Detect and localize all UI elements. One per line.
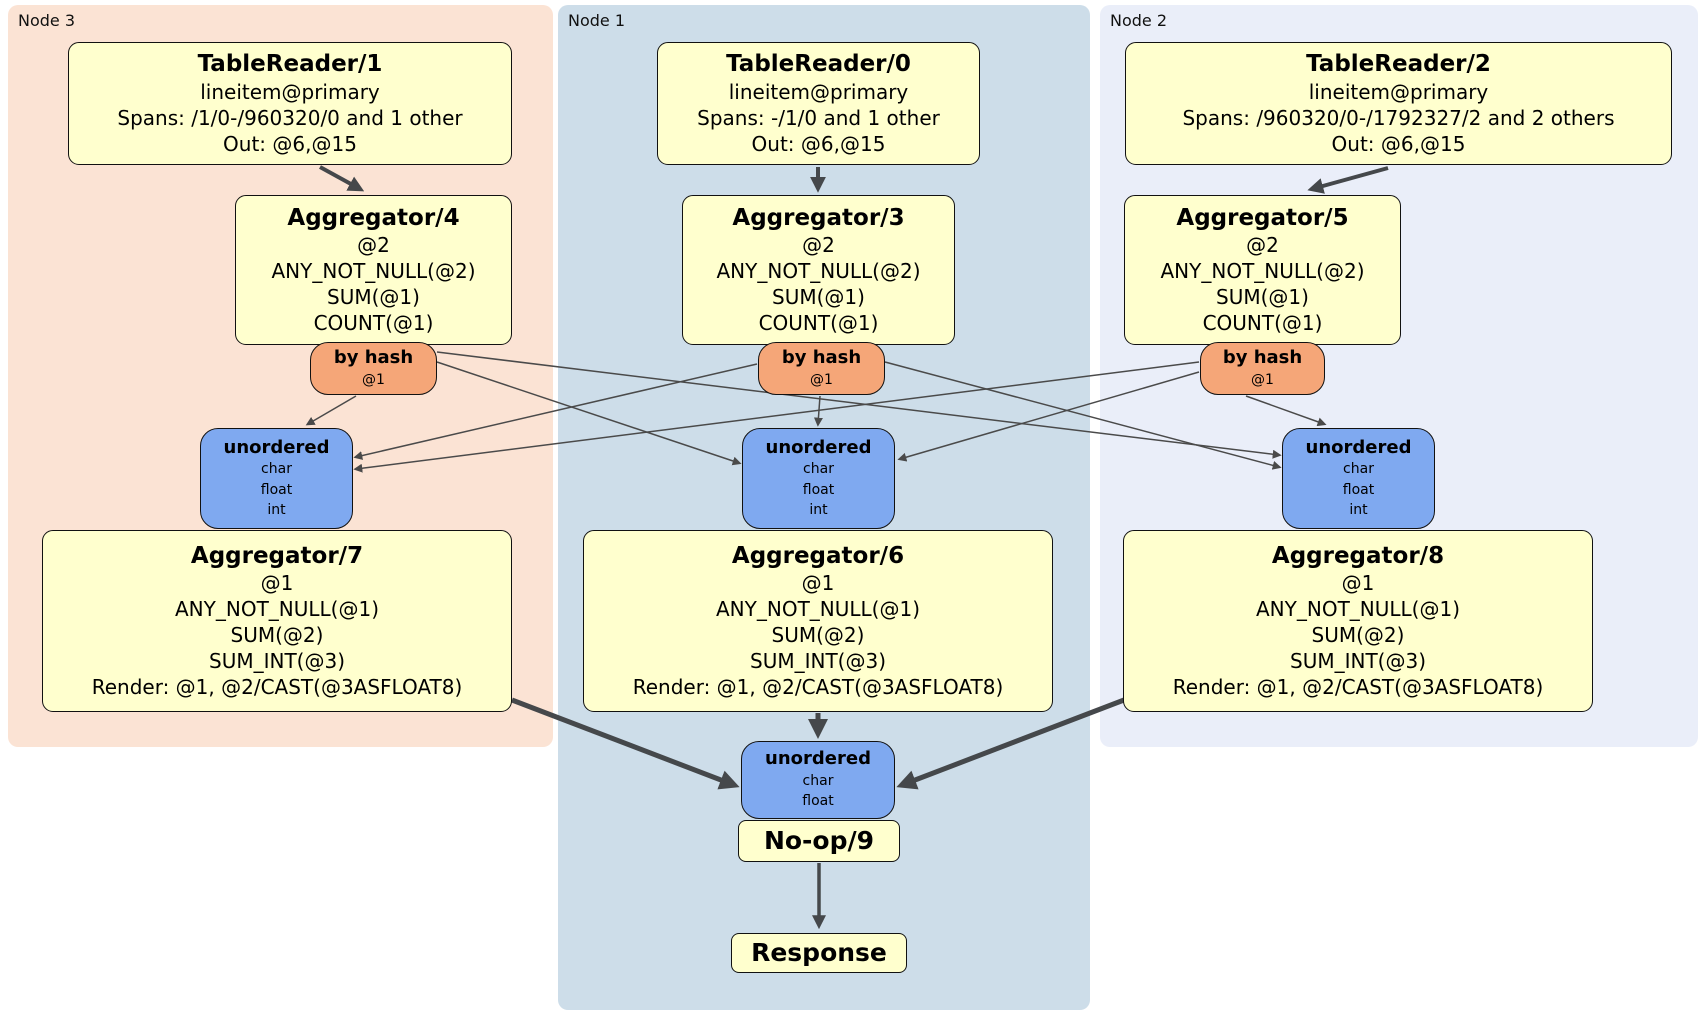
box-line: SUM_INT(@3) xyxy=(209,649,345,674)
box-line: Render: @1, @2/CAST(@3ASFLOAT8) xyxy=(91,675,463,700)
box-line: SUM(@1) xyxy=(327,285,420,310)
box-title: TableReader/0 xyxy=(726,51,911,78)
box-line: @1 xyxy=(1341,571,1375,596)
box-line: @1 xyxy=(801,571,835,596)
table-reader-0: TableReader/0 lineitem@primary Spans: -/… xyxy=(657,42,980,165)
sync-type: int xyxy=(809,501,828,518)
table-reader-2: TableReader/2 lineitem@primary Spans: /9… xyxy=(1125,42,1672,165)
sync-type: int xyxy=(1349,501,1368,518)
aggregator-4: Aggregator/4 @2 ANY_NOT_NULL(@2) SUM(@1)… xyxy=(235,195,512,345)
box-line: ANY_NOT_NULL(@1) xyxy=(1256,597,1460,622)
box-line: @2 xyxy=(357,233,390,258)
router-title: by hash xyxy=(1222,347,1303,369)
box-line: lineitem@primary xyxy=(200,79,380,104)
sync-type: char xyxy=(802,772,834,789)
router-key: @1 xyxy=(1251,371,1274,388)
node-label: Node 2 xyxy=(1110,11,1168,30)
box-line: SUM(@2) xyxy=(230,623,324,648)
box-line: ANY_NOT_NULL(@2) xyxy=(271,259,476,284)
box-title: Aggregator/6 xyxy=(731,542,905,569)
sync-title: unordered xyxy=(765,436,872,458)
router-title: by hash xyxy=(333,347,414,369)
node-label: Node 3 xyxy=(18,11,76,30)
box-title: No-op/9 xyxy=(763,826,875,856)
router-title: by hash xyxy=(781,347,862,369)
table-reader-1: TableReader/1 lineitem@primary Spans: /1… xyxy=(68,42,512,165)
box-title: TableReader/2 xyxy=(1306,51,1491,78)
box-line: Render: @1, @2/CAST(@3ASFLOAT8) xyxy=(632,675,1004,700)
box-title: Response xyxy=(751,938,887,968)
sync-type: float xyxy=(802,793,834,810)
box-line: @2 xyxy=(802,233,835,258)
box-line: SUM(@2) xyxy=(1311,623,1405,648)
sync-title: unordered xyxy=(223,436,330,458)
box-title: TableReader/1 xyxy=(197,51,383,78)
unordered-sync-node3: unordered char float int xyxy=(200,428,353,529)
box-line: Spans: -/1/0 and 1 other xyxy=(697,105,940,130)
box-line: Out: @6,@15 xyxy=(1331,131,1466,156)
sync-type: char xyxy=(1343,461,1374,478)
aggregator-3: Aggregator/3 @2 ANY_NOT_NULL(@2) SUM(@1)… xyxy=(682,195,955,345)
box-line: SUM_INT(@3) xyxy=(750,649,886,674)
box-line: SUM(@2) xyxy=(771,623,865,648)
box-line: ANY_NOT_NULL(@1) xyxy=(175,597,379,622)
box-line: Out: @6,@15 xyxy=(223,131,357,156)
box-title: Aggregator/5 xyxy=(1176,204,1349,231)
unordered-sync-node1: unordered char float int xyxy=(742,428,895,529)
box-line: lineitem@primary xyxy=(1308,79,1489,104)
sync-title: unordered xyxy=(765,748,871,770)
box-line: Spans: /1/0-/960320/0 and 1 other xyxy=(117,105,463,130)
aggregator-6: Aggregator/6 @1 ANY_NOT_NULL(@1) SUM(@2)… xyxy=(583,530,1053,712)
box-title: Aggregator/3 xyxy=(732,204,905,231)
box-line: COUNT(@1) xyxy=(313,311,434,336)
box-line: COUNT(@1) xyxy=(1202,311,1323,336)
sync-type: char xyxy=(261,461,292,478)
hash-router-node3: by hash @1 xyxy=(310,342,437,395)
box-line: ANY_NOT_NULL(@2) xyxy=(1160,259,1365,284)
box-line: lineitem@primary xyxy=(728,79,909,104)
box-line: SUM(@1) xyxy=(772,285,865,310)
response-box: Response xyxy=(731,933,907,973)
aggregator-5: Aggregator/5 @2 ANY_NOT_NULL(@2) SUM(@1)… xyxy=(1124,195,1401,345)
box-line: Render: @1, @2/CAST(@3ASFLOAT8) xyxy=(1172,675,1544,700)
box-line: @1 xyxy=(260,571,294,596)
aggregator-7: Aggregator/7 @1 ANY_NOT_NULL(@1) SUM(@2)… xyxy=(42,530,512,712)
node-label: Node 1 xyxy=(568,11,626,30)
router-key: @1 xyxy=(810,371,833,388)
unordered-sync-node2: unordered char float int xyxy=(1282,428,1435,529)
sync-type: float xyxy=(260,481,293,498)
router-key: @1 xyxy=(362,371,385,388)
hash-router-node2: by hash @1 xyxy=(1200,342,1325,395)
sync-title: unordered xyxy=(1305,436,1412,458)
box-title: Aggregator/8 xyxy=(1271,542,1445,569)
box-title: Aggregator/7 xyxy=(190,542,364,569)
hash-router-node1: by hash @1 xyxy=(758,342,885,395)
box-line: COUNT(@1) xyxy=(758,311,879,336)
box-line: ANY_NOT_NULL(@1) xyxy=(716,597,920,622)
box-line: @2 xyxy=(1246,233,1279,258)
box-line: SUM_INT(@3) xyxy=(1290,649,1426,674)
sync-type: float xyxy=(802,481,835,498)
sync-type: int xyxy=(267,501,286,518)
box-line: Out: @6,@15 xyxy=(751,131,886,156)
box-line: ANY_NOT_NULL(@2) xyxy=(716,259,921,284)
sync-type: char xyxy=(803,461,834,478)
box-title: Aggregator/4 xyxy=(287,204,460,231)
noop-box: No-op/9 xyxy=(738,820,900,862)
aggregator-8: Aggregator/8 @1 ANY_NOT_NULL(@1) SUM(@2)… xyxy=(1123,530,1593,712)
sync-type: float xyxy=(1342,481,1375,498)
final-unordered-sync: unordered char float xyxy=(741,741,895,819)
box-line: Spans: /960320/0-/1792327/2 and 2 others xyxy=(1182,105,1615,130)
box-line: SUM(@1) xyxy=(1216,285,1309,310)
